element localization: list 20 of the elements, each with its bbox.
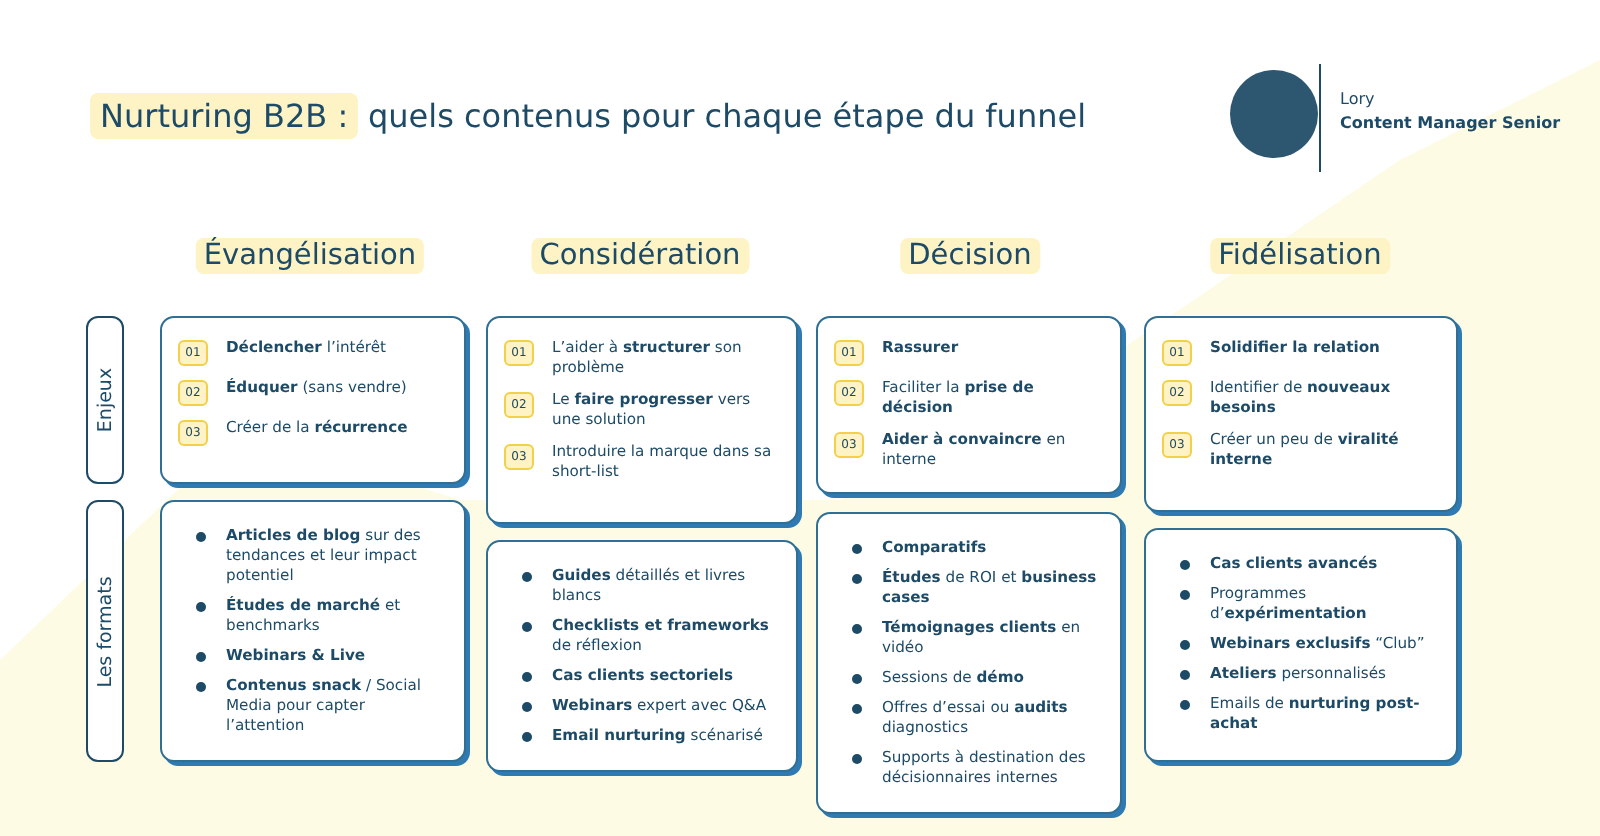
- title-highlight: Nurturing B2B :: [90, 93, 359, 139]
- formats-card: [160, 500, 466, 762]
- goals-card: [486, 316, 798, 524]
- row-label-box: [86, 316, 124, 484]
- goals-card: [816, 316, 1122, 494]
- row-label-box: [86, 500, 124, 762]
- stage-heading: Considération: [531, 238, 749, 274]
- stage-heading: Évangélisation: [195, 238, 425, 274]
- row-label: Enjeux: [94, 367, 116, 433]
- row-label: Les formats: [94, 575, 116, 687]
- formats-card: [816, 512, 1122, 814]
- stage-heading: Décision: [900, 238, 1040, 274]
- stage-heading: Fidélisation: [1210, 238, 1390, 274]
- formats-card: [1144, 528, 1458, 762]
- author-role: Content Manager Senior: [1340, 114, 1561, 132]
- goals-card: [1144, 316, 1458, 512]
- formats-card: [486, 540, 798, 772]
- title-text: quels contenus pour chaque étape du funnel: [368, 97, 1087, 135]
- author-name: Lory: [1340, 90, 1375, 108]
- goals-card: [160, 316, 466, 484]
